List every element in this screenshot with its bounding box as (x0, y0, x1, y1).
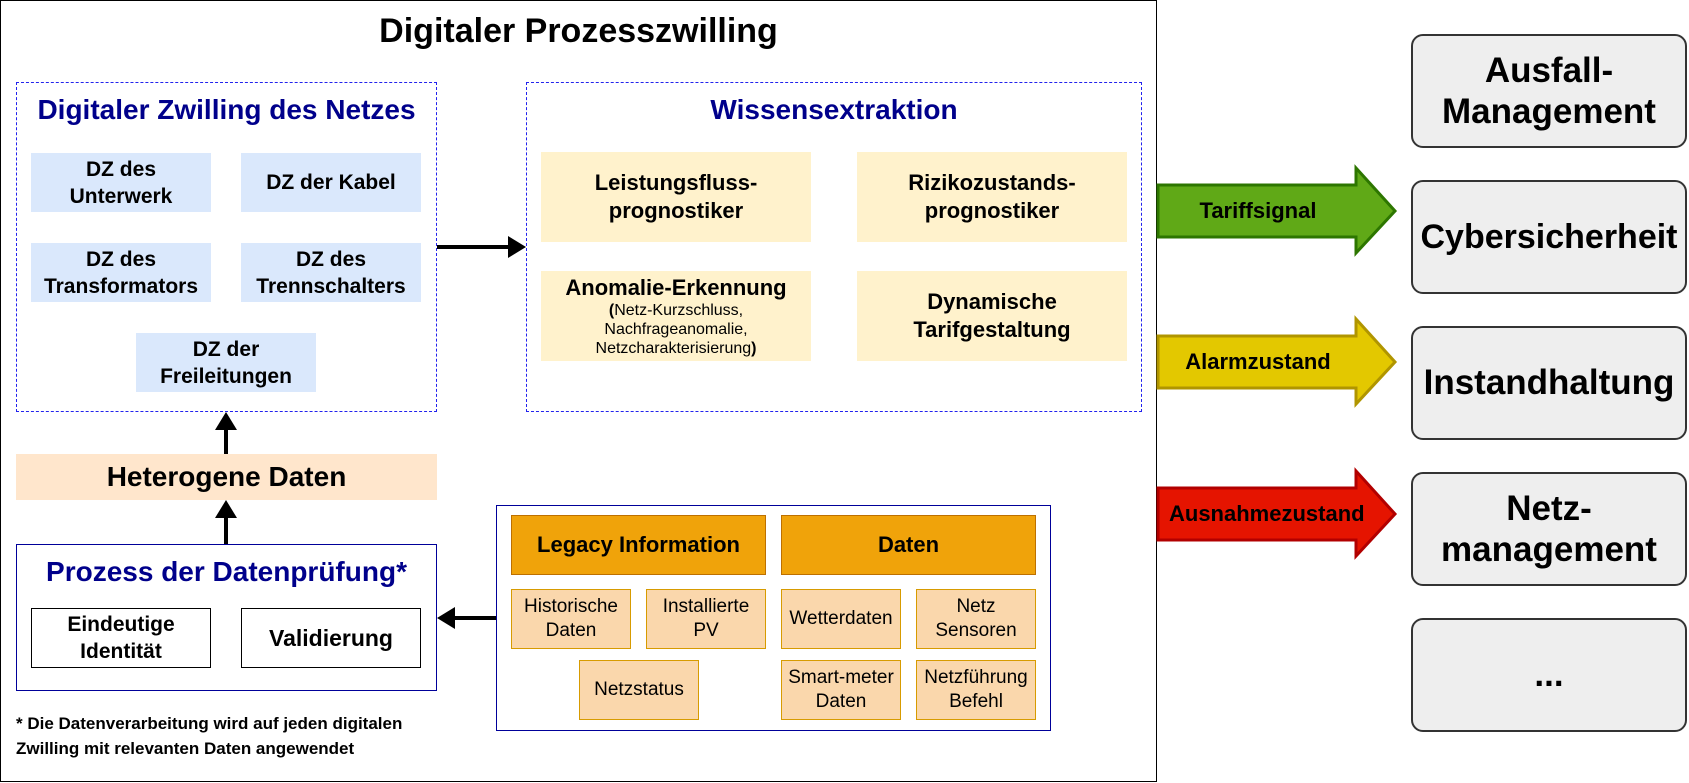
twin-cables: DZ der Kabel (241, 153, 421, 212)
alarm-state-arrow (1156, 315, 1398, 408)
data-validation-title: Prozess der Datenprüfung* (46, 556, 407, 587)
twin-cables-label: DZ der Kabel (266, 171, 396, 194)
grid-sensors-line2: Sensoren (935, 620, 1017, 641)
twin-overhead-lines: DZ der Freileitungen (136, 333, 316, 392)
heterogeneous-data-box: Heterogene Daten (16, 454, 437, 500)
footnote-line1: * Die Datenverarbeitung wird auf jeden d… (16, 714, 403, 733)
legacy-information-header: Legacy Information (511, 515, 766, 575)
twin-transformer-line2: Transformators (43, 274, 199, 298)
maintenance-box: Instandhaltung (1411, 326, 1687, 440)
anomaly-open-paren: ( (608, 302, 615, 319)
emergency-state-label: Ausnahmezustand (1169, 501, 1365, 526)
tariff-signal-arrow (1156, 164, 1398, 257)
twin-disconnector: DZ des Trennschalters (241, 243, 421, 302)
historical-data-line2: Daten (545, 620, 597, 641)
knowledge-extraction-group (526, 82, 1142, 412)
dynamic-tariff-line1: Dynamische (927, 289, 1057, 314)
anomaly-item-3: Netzcharakterisierung (595, 340, 752, 357)
more-box: ... (1411, 618, 1687, 732)
historical-data-line1: Historische (524, 596, 618, 617)
twin-transformer-line1: DZ des (85, 247, 156, 271)
power-flow-forecaster: Leistungsfluss- prognostiker (541, 152, 811, 242)
data-header: Daten (781, 515, 1036, 575)
historical-data-box: Historische Daten (511, 589, 631, 649)
grid-sensors-line1: Netz (956, 596, 996, 617)
anomaly-detection: Anomalie-Erkennung (Netz-Kurzschluss, Na… (541, 271, 811, 361)
data-validation-group (16, 544, 437, 691)
grid-command-line1: Netzführung (924, 667, 1028, 688)
arrowhead-left (437, 607, 455, 629)
twin-substation: DZ des Unterwerk (31, 153, 211, 212)
installed-pv-box: Installierte PV (646, 589, 766, 649)
grid-command-line2: Befehl (949, 691, 1003, 712)
grid-status-box: Netzstatus (579, 660, 699, 720)
dynamic-tariff-line2: Tarifgestaltung (913, 317, 1071, 342)
anomaly-title: Anomalie-Erkennung (565, 275, 787, 300)
alarm-state-label: Alarmzustand (1185, 349, 1331, 374)
tariff-signal-label: Tariffsignal (1199, 198, 1317, 223)
grid-twin-title: Digitaler Zwilling des Netzes (37, 94, 416, 125)
smart-meter-line1: Smart-meter (788, 667, 894, 688)
smart-meter-line2: Daten (815, 691, 867, 712)
twin-disconnector-line1: DZ des (295, 247, 366, 271)
anomaly-detail-line3: Netzcharakterisierung) (596, 339, 757, 358)
grid-management-box: Netz- management (1411, 472, 1687, 586)
grid-management-line2: management (1441, 530, 1657, 569)
twin-overhead-lines-line1: DZ der (192, 337, 260, 361)
outage-management-line1: Ausfall- (1484, 51, 1614, 90)
knowledge-extraction-title: Wissensextraktion (710, 94, 958, 125)
twin-disconnector-line2: Trennschalters (256, 274, 406, 298)
data-sources-group (496, 505, 1051, 731)
twin-overhead-lines-line2: Freileitungen (160, 364, 292, 388)
outage-management-line2: Management (1442, 92, 1656, 131)
unique-identity-line1: Eindeutige (67, 613, 175, 636)
outage-management-box: Ausfall- Management (1411, 34, 1687, 148)
risk-state-line1: Rizikozustands- (908, 170, 1076, 195)
installed-pv-line2: PV (693, 620, 719, 641)
unique-identity-box: Eindeutige Identität (31, 608, 211, 668)
twin-transformer: DZ des Transformators (31, 243, 211, 302)
smart-meter-data-box: Smart-meter Daten (781, 660, 901, 720)
power-flow-line2: prognostiker (608, 198, 744, 223)
anomaly-item-1: Netz-Kurzschluss, (614, 302, 744, 319)
validation-box: Validierung (241, 608, 421, 668)
dynamic-tariff-design: Dynamische Tarifgestaltung (857, 271, 1127, 361)
weather-data-box: Wetterdaten (781, 589, 901, 649)
cybersecurity-box: Cybersicherheit (1411, 180, 1687, 294)
installed-pv-line1: Installierte (662, 596, 750, 617)
unique-identity-line2: Identität (80, 640, 162, 663)
anomaly-detail-line1: (Netz-Kurzschluss, (609, 301, 743, 320)
arrowhead-up-2 (215, 500, 237, 518)
footnote-line2: Zwilling mit relevanten Daten angewendet (16, 739, 355, 758)
anomaly-close-paren: ) (751, 340, 757, 357)
grid-command-box: Netzführung Befehl (916, 660, 1036, 720)
twin-substation-line1: DZ des (85, 157, 156, 181)
digital-process-twin-frame (0, 0, 1157, 782)
main-title: Digitaler Prozesszwilling (379, 11, 778, 50)
arrowhead-up-1 (215, 412, 237, 430)
anomaly-item-2: Nachfrageanomalie, (604, 321, 748, 338)
twin-substation-line2: Unterwerk (69, 184, 173, 208)
grid-management-line1: Netz- (1506, 489, 1592, 528)
grid-twin-group (16, 82, 437, 412)
power-flow-line1: Leistungsfluss- (594, 170, 758, 195)
emergency-state-arrow (1156, 467, 1398, 560)
risk-state-forecaster: Rizikozustands- prognostiker (857, 152, 1127, 242)
arrowhead-right (508, 236, 526, 258)
risk-state-line2: prognostiker (924, 198, 1060, 223)
grid-sensors-box: Netz Sensoren (916, 589, 1036, 649)
